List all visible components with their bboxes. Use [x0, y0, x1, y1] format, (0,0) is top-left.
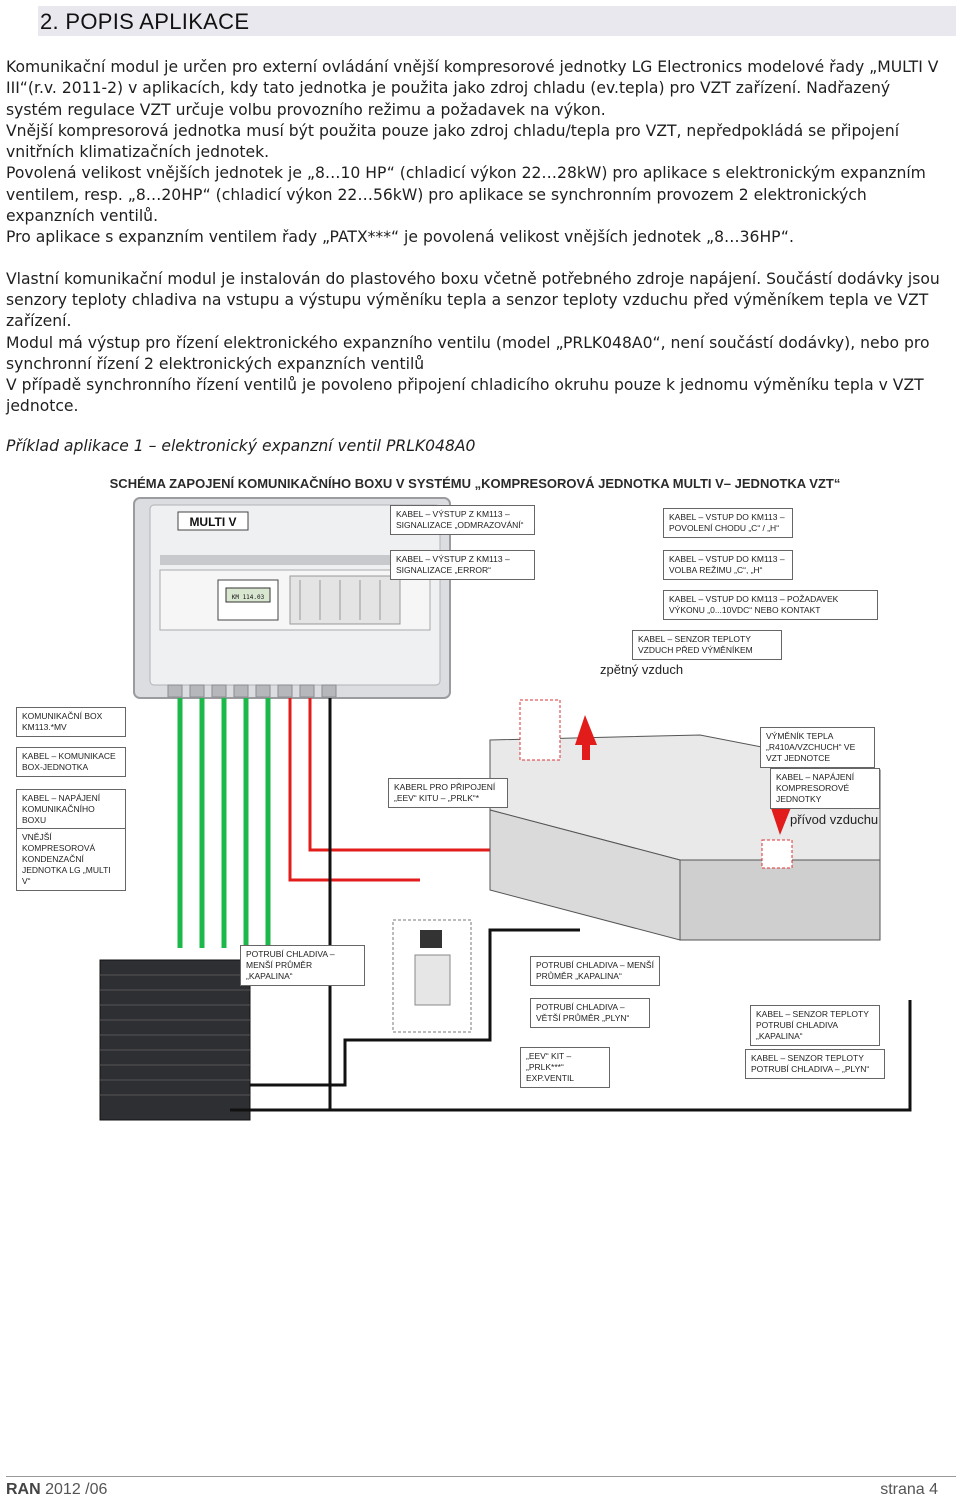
refrigerant-pipes [230, 928, 912, 1112]
label-km113-error: KABEL – VÝSTUP Z KM113 – SIGNALIZACE „ER… [390, 550, 535, 580]
footer-brand: RAN [6, 1481, 41, 1498]
box-display: KM 114.03 [232, 594, 265, 601]
footer-date: 2012 /06 [45, 1481, 108, 1498]
wiring-diagram: MULTI V KM 114.03 [99, 497, 912, 1121]
label-liquid-sensor: KABEL – SENZOR TEPLOTY POTRUBÍ CHLADIVA … [750, 1005, 880, 1046]
air-flow-arrows [575, 715, 792, 835]
footer-left: RAN 2012 /06 [6, 1481, 107, 1499]
paragraph: Povolená velikost vnějších jednotek je „… [6, 164, 926, 226]
label-liquid-pipe-left: POTRUBÍ CHLADIVA – MENŠÍ PRŮMĚR „KAPALIN… [240, 945, 365, 986]
footer-page: strana 4 [880, 1481, 938, 1498]
label-box-power: KABEL – NAPÁJENÍ KOMUNIKAČNÍHO BOXU [16, 789, 126, 830]
diagram-title: SCHÉMA ZAPOJENÍ KOMUNIKAČNÍHO BOXU V SYS… [109, 476, 841, 491]
label-km113-power-demand: KABEL – VSTUP DO KM113 – POŽADAVEK VÝKON… [663, 590, 878, 620]
label-gas-pipe: POTRUBÍ CHLADIVA – VĚTŠÍ PRŮMĚR „PLYN“ [530, 998, 650, 1028]
body-text: Komunikační modul je určen pro externí o… [6, 57, 951, 418]
label-gas-sensor: KABEL – SENZOR TEPLOTY POTRUBÍ CHLADIVA … [745, 1049, 885, 1079]
signal-cables [177, 698, 271, 948]
label-eev-cable: KABERL PRO PŘIPOJENÍ „EEV“ KITU – „PRLK“… [388, 778, 508, 808]
label-air-sensor: KABEL – SENZOR TEPLOTY VZDUCH PŘED VÝMĚN… [632, 630, 782, 660]
label-km113-mode: KABEL – VSTUP DO KM113 – VOLBA REŽIMU „C… [663, 550, 793, 580]
communication-box-illustration: MULTI V KM 114.03 [133, 497, 451, 699]
paragraph: Pro aplikace s expanzním ventilem řady „… [6, 228, 794, 247]
label-liquid-pipe: POTRUBÍ CHLADIVA – MENŠÍ PRŮMĚR „KAPALIN… [530, 956, 660, 986]
paragraph: Vlastní komunikační modul je instalován … [6, 269, 940, 331]
label-compressor-power: KABEL – NAPÁJENÍ KOMPRESOROVÉ JEDNOTKY [770, 768, 880, 809]
outdoor-unit-illustration [99, 959, 251, 1121]
example-caption: Příklad aplikace 1 – elektronický expanz… [6, 437, 476, 455]
label-eev-kit: „EEV“ KIT – „PRLK***“ EXP.VENTIL [520, 1047, 610, 1088]
label-comm-box: KOMUNIKAČNÍ BOX KM113.*MV [16, 707, 126, 737]
paragraph: Komunikační modul je určen pro externí o… [6, 58, 939, 119]
section-header: 2. POPIS APLIKACE [38, 6, 956, 36]
label-return-air: zpětný vzduch [600, 662, 684, 677]
label-outdoor-unit: VNĚJŠÍ KOMPRESOROVÁ KONDENZAČNÍ JEDNOTKA… [16, 828, 126, 891]
paragraph: Vnější kompresorová jednotka musí být po… [6, 121, 900, 162]
section-title: 2. POPIS APLIKACE [40, 9, 250, 34]
label-km113-run: KABEL – VSTUP DO KM113 – POVOLENÍ CHODU … [663, 508, 793, 538]
paragraph: Modul má výstup pro řízení elektronickéh… [6, 333, 930, 373]
label-comm-cable: KABEL – KOMUNIKACE BOX-JEDNOTKA [16, 747, 126, 777]
footer-divider [6, 1476, 956, 1477]
paragraph: V případě synchronního řízení ventilů je… [6, 376, 924, 416]
box-label: MULTI V [189, 515, 236, 529]
label-km113-defrost: KABEL – VÝSTUP Z KM113 – SIGNALIZACE „OD… [390, 505, 535, 535]
eev-kit-illustration [392, 919, 472, 1033]
label-heat-exchanger: VÝMĚNÍK TEPLA „R410A/VZCHUCH“ VE VZT JED… [760, 727, 875, 768]
label-supply-air: přívod vzduchu [790, 812, 879, 827]
